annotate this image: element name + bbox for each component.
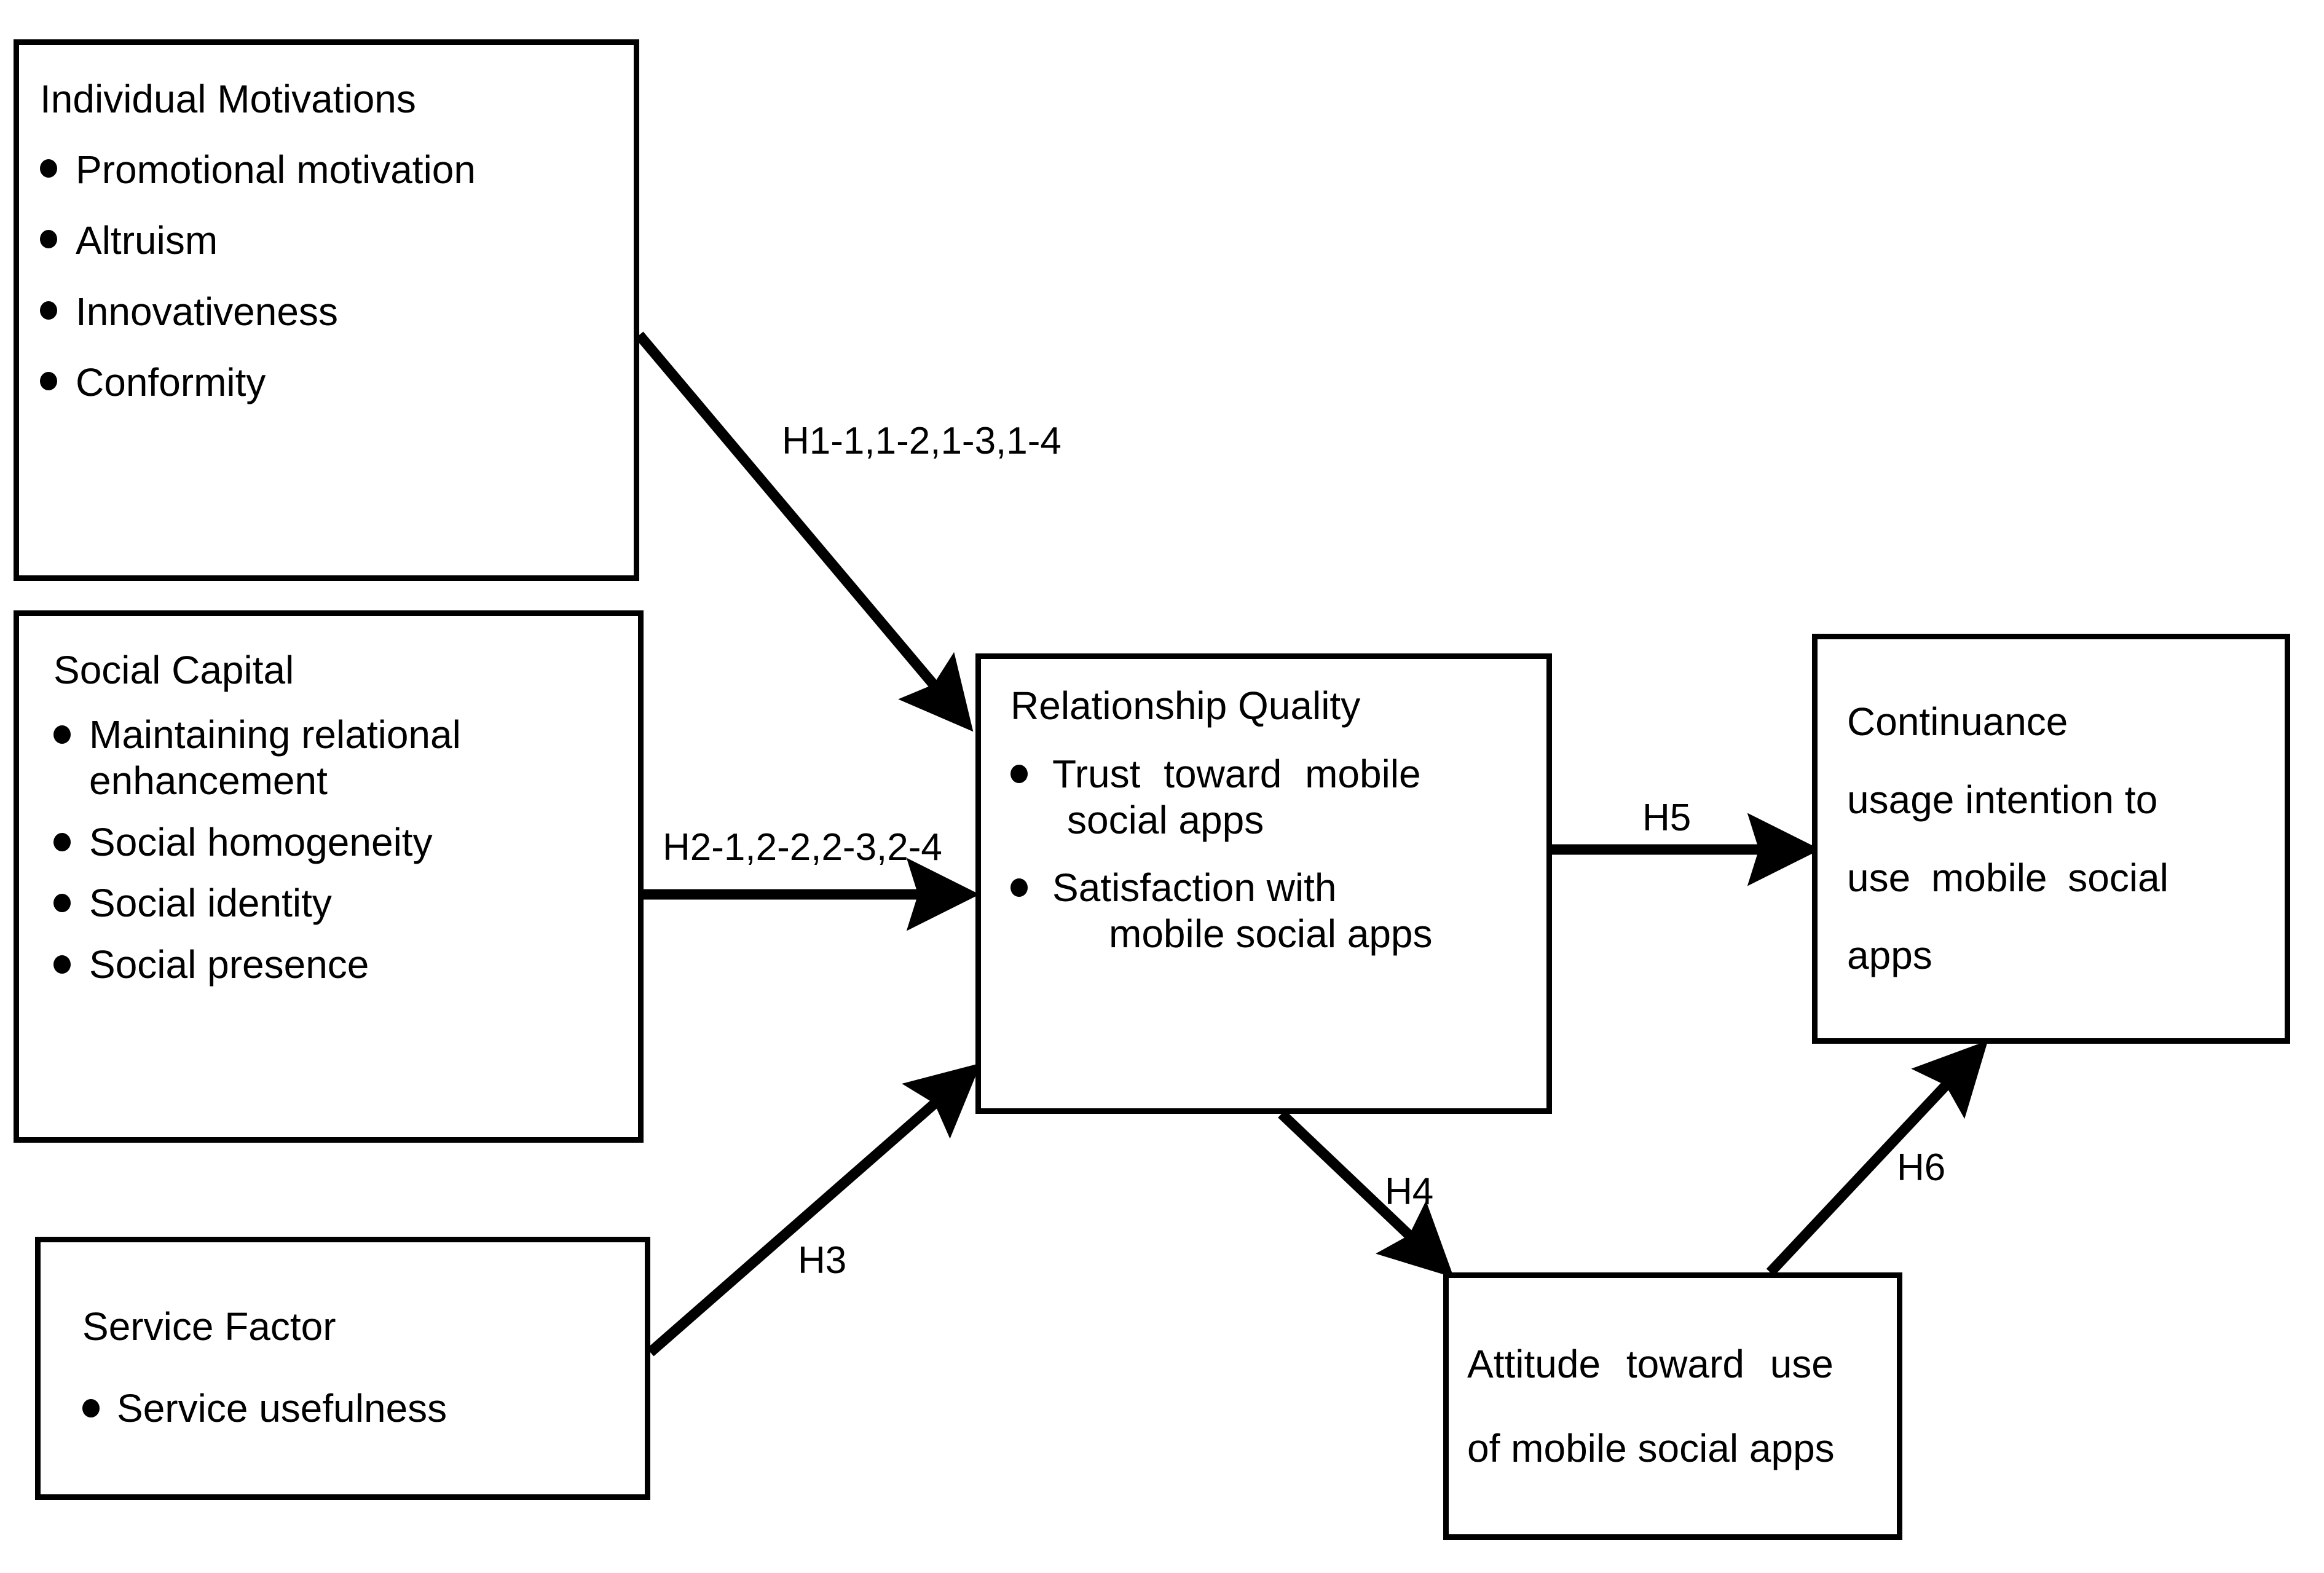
bullet-dot-icon bbox=[40, 230, 57, 249]
edge-label-h5: H5 bbox=[1642, 797, 1692, 839]
list-item-label: Social identity bbox=[89, 881, 332, 926]
list-item-label: mobile social apps bbox=[1109, 912, 1433, 956]
list-item-label: Promotional motivation bbox=[76, 147, 476, 192]
arrow-h4 bbox=[1278, 1110, 1454, 1278]
edge-label-h6: H6 bbox=[1897, 1146, 1946, 1189]
bullet-dot-icon bbox=[53, 832, 71, 851]
bullet-dot-icon bbox=[82, 1399, 100, 1418]
edge-label-h2: H2-1,2-2,2-3,2-4 bbox=[663, 826, 942, 869]
list-item: Service usefulness bbox=[82, 1386, 645, 1432]
bullet-list-social-capital: Maintaining relational enhancement Socia… bbox=[53, 712, 638, 988]
bullet-list-relationship-quality: Trust toward mobile social apps Satisfac… bbox=[1010, 751, 1526, 958]
node-text-line: apps bbox=[1847, 933, 1932, 978]
list-item-label: Altruism bbox=[76, 218, 218, 263]
node-attitude-toward-use: Attitude toward use of mobile social app… bbox=[1443, 1272, 1902, 1540]
list-item-continuation: mobile social apps bbox=[1010, 911, 1526, 958]
bullet-dot-icon bbox=[1010, 878, 1028, 897]
node-text-line: of mobile social apps bbox=[1467, 1425, 1835, 1470]
node-individual-motivations: Individual Motivations Promotional motiv… bbox=[14, 39, 639, 581]
bullet-dot-icon bbox=[53, 955, 71, 974]
node-social-capital: Social Capital Maintaining relational en… bbox=[14, 610, 644, 1143]
list-item-continuation: enhancement bbox=[53, 758, 638, 805]
arrow-h6 bbox=[1766, 1040, 1988, 1276]
bullet-dot-icon bbox=[40, 372, 57, 391]
node-text-line: Continuance bbox=[1847, 699, 2068, 744]
node-title-social-capital: Social Capital bbox=[53, 648, 294, 692]
node-continuance-usage-intention: Continuance usage intention to use mobil… bbox=[1812, 634, 2290, 1044]
list-item: Social identity bbox=[53, 880, 638, 927]
list-item: Maintaining relational bbox=[53, 712, 638, 759]
list-item-label: Social presence bbox=[89, 942, 369, 987]
bullet-list-individual-motivations: Promotional motivation Altruism Innovati… bbox=[40, 147, 634, 406]
list-item-label: social apps bbox=[1067, 798, 1264, 843]
node-text-line: usage intention to bbox=[1847, 777, 2158, 822]
list-item: Promotional motivation bbox=[40, 147, 634, 194]
bullet-dot-icon bbox=[40, 301, 57, 320]
list-item: Social presence bbox=[53, 942, 638, 988]
node-service-factor: Service Factor Service usefulness bbox=[35, 1237, 650, 1500]
node-title-service-factor: Service Factor bbox=[82, 1304, 336, 1349]
bullet-dot-icon bbox=[1010, 764, 1028, 783]
list-item-label: Maintaining relational bbox=[89, 712, 461, 757]
list-item: Innovativeness bbox=[40, 289, 634, 336]
list-item: Satisfaction with bbox=[1010, 865, 1526, 912]
list-item: Social homogeneity bbox=[53, 819, 638, 866]
list-item-continuation: social apps bbox=[1010, 797, 1526, 844]
list-item-label: Satisfaction with bbox=[1052, 865, 1337, 910]
list-item-label: enhancement bbox=[89, 759, 328, 803]
bullet-dot-icon bbox=[53, 894, 71, 913]
edge-label-h4: H4 bbox=[1385, 1170, 1434, 1213]
bullet-list-service-factor: Service usefulness bbox=[82, 1386, 645, 1432]
bullet-dot-icon bbox=[53, 725, 71, 744]
list-item-label: Trust toward mobile bbox=[1052, 751, 1421, 796]
list-item: Trust toward mobile bbox=[1010, 751, 1526, 798]
list-item: Altruism bbox=[40, 218, 634, 264]
list-item-label: Conformity bbox=[76, 360, 266, 405]
list-item-label: Service usefulness bbox=[117, 1386, 447, 1431]
node-title-individual-motivations: Individual Motivations bbox=[40, 77, 416, 121]
list-item-label: Social homogeneity bbox=[89, 819, 433, 864]
edge-label-h1: H1-1,1-2,1-3,1-4 bbox=[782, 420, 1062, 462]
node-text-line: use mobile social bbox=[1847, 855, 2168, 900]
edge-label-h3: H3 bbox=[798, 1239, 847, 1282]
node-text-line: Attitude toward use bbox=[1467, 1341, 1834, 1386]
arrow-h3 bbox=[647, 1063, 981, 1357]
arrow-h1 bbox=[635, 331, 974, 732]
list-item: Conformity bbox=[40, 360, 634, 406]
list-item-label: Innovativeness bbox=[76, 289, 338, 334]
bullet-dot-icon bbox=[40, 159, 57, 178]
node-relationship-quality: Relationship Quality Trust toward mobile… bbox=[975, 653, 1552, 1114]
node-title-relationship-quality: Relationship Quality bbox=[1010, 684, 1361, 728]
